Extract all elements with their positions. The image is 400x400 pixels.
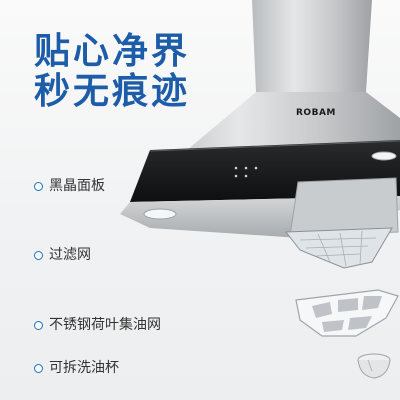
feature-oil-collector-net: 不锈钢荷叶集油网 [34,316,161,334]
headline-line-1: 贴心净界 [34,31,191,72]
feature-filter-net: 过滤网 [34,246,91,264]
lotus-oil-collector [295,289,399,337]
feature-black-crystal-panel: 黑晶面板 [34,177,105,195]
bullet-icon [34,363,43,373]
feature-label: 黑晶面板 [49,178,105,194]
lamp-right [371,151,397,161]
chimney [252,0,372,92]
control-buttons [234,166,258,178]
brand-logo: ROBAM [296,108,336,118]
headline-line-2: 秒无痕迹 [34,71,191,112]
bullet-icon [34,250,43,260]
filter-net-frame [289,177,399,237]
feature-label: 可拆洗油杯 [49,360,119,376]
feature-oil-cup: 可拆洗油杯 [34,359,119,377]
filter-mesh [285,227,393,269]
feature-label: 过滤网 [49,247,91,263]
feature-label: 不锈钢荷叶集油网 [49,317,161,333]
bullet-icon [34,181,43,191]
lamp [143,208,177,220]
bullet-icon [34,320,43,330]
oil-cup [357,353,391,379]
